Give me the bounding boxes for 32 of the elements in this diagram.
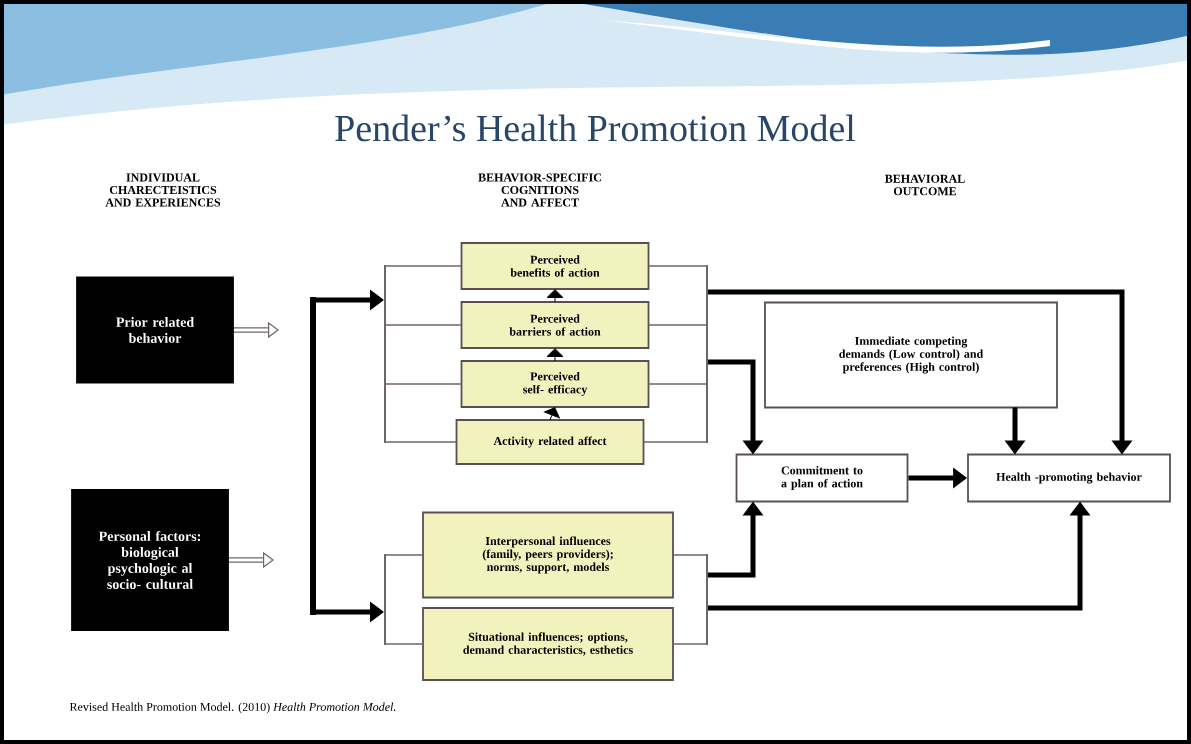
bracket-line <box>385 643 424 645</box>
arrow <box>544 407 560 421</box>
bracket-bar <box>310 297 316 615</box>
concept-box: Perceived barriers of action <box>460 301 650 349</box>
caption: Revised Health Promotion Model. (2010) Health Promotion Model. <box>69 702 396 714</box>
bracket-line <box>385 265 463 267</box>
concept-box: Perceived benefits of action <box>460 242 650 290</box>
bracket-line <box>647 383 707 385</box>
bracket-line <box>385 324 463 326</box>
column-heading: BEHAVIORAL OUTCOME <box>885 174 965 196</box>
title: Pender’s Health Promotion Model <box>335 114 856 142</box>
concept-box: Situational influences; options, demand characteristics, esthetics <box>422 607 674 681</box>
concept-box: Interpersonal influences (family, peers providers); norms, support, models <box>422 511 674 599</box>
concept-box: Health -promoting behavior <box>967 453 1171 503</box>
arrow <box>546 289 564 303</box>
factor-box: Prior related behavior <box>76 276 234 384</box>
bracket-line <box>672 554 707 556</box>
bracket-line <box>672 643 707 645</box>
concept-box: Commitment to a plan of action <box>735 453 909 503</box>
bracket-line <box>385 554 424 556</box>
bracket-line <box>647 324 707 326</box>
arrow <box>546 348 564 362</box>
concept-box: Perceived self- efficacy <box>460 360 650 408</box>
bracket-line <box>642 441 707 443</box>
bracket-line <box>647 265 707 267</box>
bracket-line <box>385 383 463 385</box>
bracket-line <box>385 441 458 443</box>
column-heading: BEHAVIOR-SPECIFIC COGNITIONS AND AFFECT <box>478 173 601 207</box>
factor-box: Personal factors: biological psychologic al socio- cultural <box>71 489 229 631</box>
concept-box: Activity related affect <box>455 419 645 465</box>
concept-box: Immediate competing demands (Low control) and preferences (High control) <box>764 301 1058 409</box>
column-heading: INDIVIDUAL CHARECTEISTICS AND EXPERIENCES <box>105 173 221 207</box>
